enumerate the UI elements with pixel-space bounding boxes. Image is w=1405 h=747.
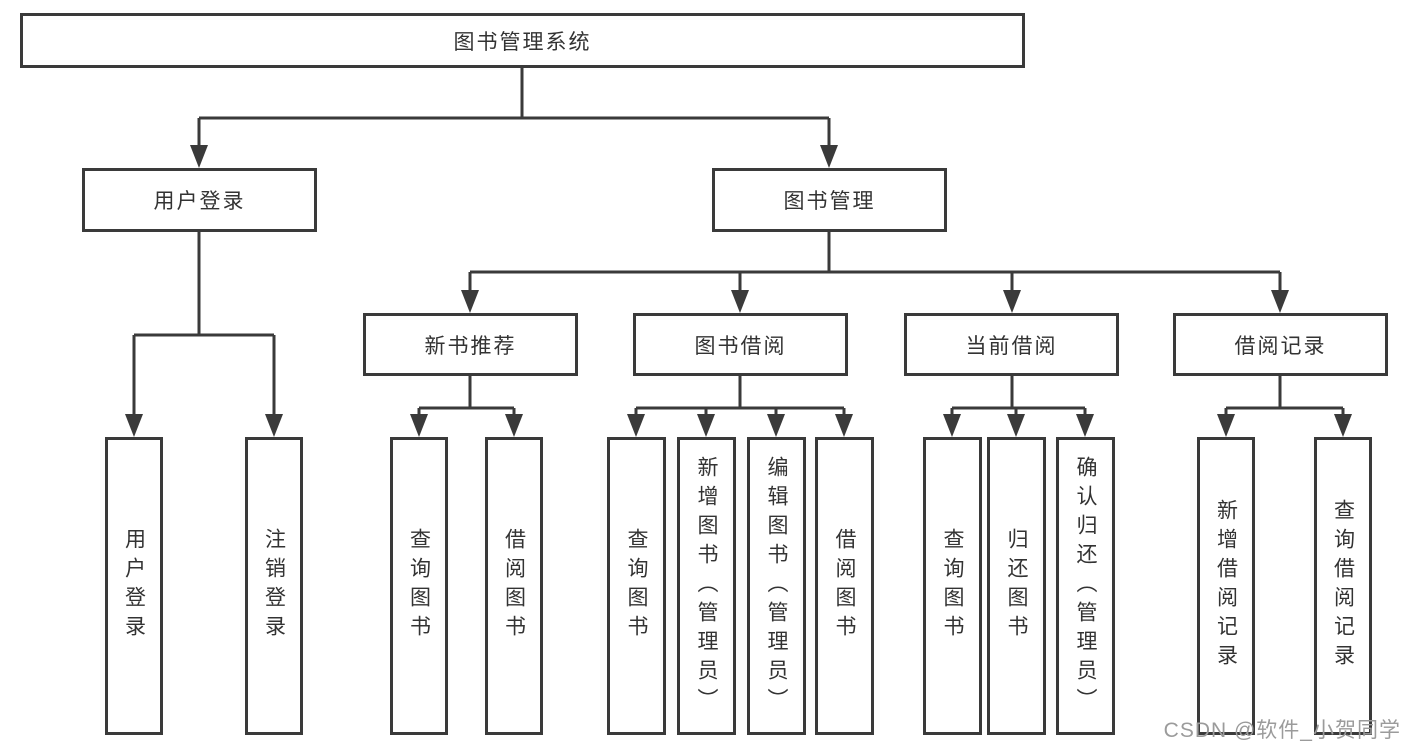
arrow-down-icon (697, 414, 715, 437)
node-book-borrow: 图书借阅 (633, 313, 848, 376)
node-user-login-leaf: 用户登录 (105, 437, 163, 735)
node-current-borrow: 当前借阅 (904, 313, 1119, 376)
arrow-down-icon (731, 290, 749, 313)
arrow-down-icon (1271, 290, 1289, 313)
csdn-watermark: CSDN @软件_小贺同学 (1163, 719, 1401, 742)
arrow-down-icon (265, 414, 283, 437)
node-bb-borrow-books: 借阅图书 (815, 437, 874, 735)
arrow-down-icon (767, 414, 785, 437)
arrow-down-icon (190, 145, 208, 168)
node-br-add-record: 新增借阅记录 (1197, 437, 1255, 735)
arrow-down-icon (1003, 290, 1021, 313)
node-br-query-record: 查询借阅记录 (1314, 437, 1372, 735)
node-borrow-records: 借阅记录 (1173, 313, 1388, 376)
node-rec-query-books: 查询图书 (390, 437, 448, 735)
node-logout: 注销登录 (245, 437, 303, 735)
node-book-management: 图书管理 (712, 168, 947, 232)
arrow-down-icon (835, 414, 853, 437)
arrow-down-icon (410, 414, 428, 437)
node-rec-borrow-books: 借阅图书 (485, 437, 543, 735)
arrow-down-icon (820, 145, 838, 168)
node-bb-query-books: 查询图书 (607, 437, 666, 735)
arrow-down-icon (943, 414, 961, 437)
arrow-down-icon (125, 414, 143, 437)
arrow-down-icon (1217, 414, 1235, 437)
node-cb-return-books: 归还图书 (987, 437, 1046, 735)
node-cb-query-books: 查询图书 (923, 437, 982, 735)
node-bb-edit-books-admin: 编辑图书（管理员） (747, 437, 806, 735)
node-library-management-system: 图书管理系统 (20, 13, 1025, 68)
arrow-down-icon (1076, 414, 1094, 437)
arrow-down-icon (1007, 414, 1025, 437)
arrow-down-icon (1334, 414, 1352, 437)
arrow-down-icon (505, 414, 523, 437)
arrow-down-icon (627, 414, 645, 437)
node-new-book-recommend: 新书推荐 (363, 313, 578, 376)
node-cb-confirm-return-admin: 确认归还（管理员） (1056, 437, 1115, 735)
arrow-down-icon (461, 290, 479, 313)
node-bb-add-books-admin: 新增图书（管理员） (677, 437, 736, 735)
node-user-login: 用户登录 (82, 168, 317, 232)
